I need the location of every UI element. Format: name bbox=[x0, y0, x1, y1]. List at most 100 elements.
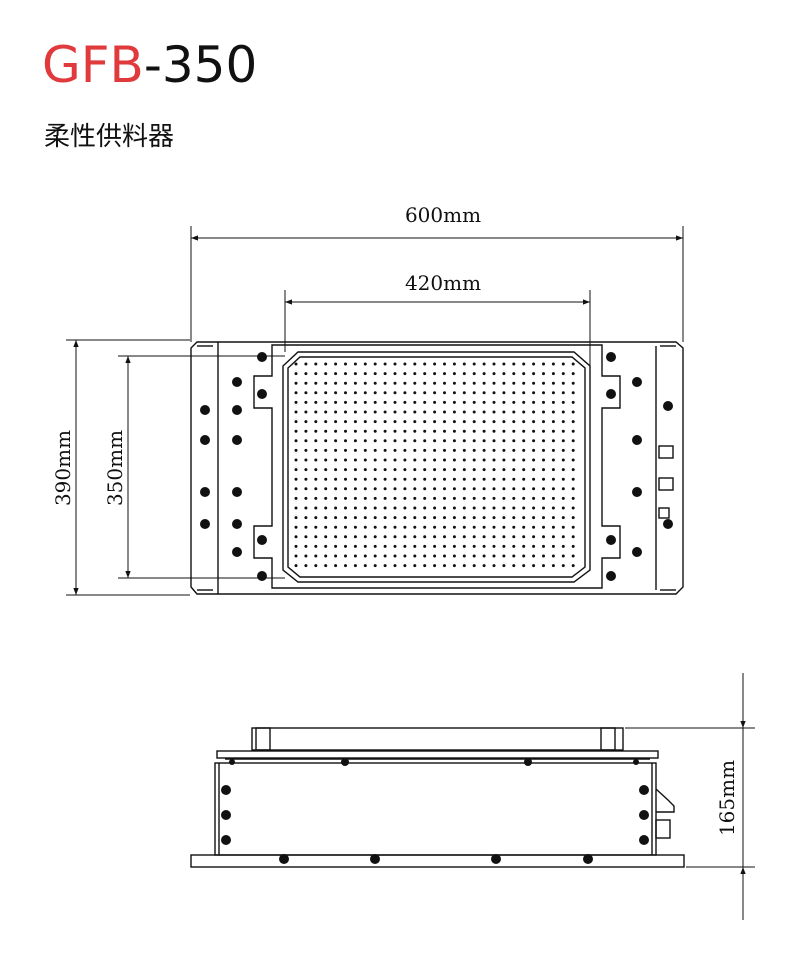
plate-hole bbox=[512, 429, 516, 433]
plate-hole bbox=[522, 496, 526, 500]
plate-hole bbox=[482, 487, 486, 491]
plate-hole bbox=[512, 381, 516, 385]
plate-hole bbox=[532, 525, 536, 529]
plate-hole bbox=[324, 468, 328, 472]
plate-hole bbox=[532, 439, 536, 443]
plate-hole bbox=[413, 429, 417, 433]
plate-hole bbox=[314, 400, 318, 404]
plate-hole bbox=[443, 468, 446, 472]
plate-hole bbox=[423, 487, 427, 491]
plate-hole bbox=[373, 458, 377, 462]
top-view-outer-body bbox=[190, 341, 684, 595]
plate-hole bbox=[314, 391, 318, 395]
plate-hole bbox=[452, 468, 456, 472]
plate-hole bbox=[373, 535, 377, 539]
plate-hole bbox=[551, 439, 555, 443]
plate-hole bbox=[502, 410, 506, 414]
plate-hole bbox=[482, 420, 486, 424]
plate-hole bbox=[413, 448, 417, 452]
plate-hole bbox=[532, 535, 536, 539]
plate-hole bbox=[433, 448, 437, 452]
plate-hole bbox=[423, 381, 427, 385]
plate-hole bbox=[314, 458, 318, 462]
plate-hole bbox=[353, 372, 357, 376]
plate-hole bbox=[443, 458, 446, 462]
plate-hole bbox=[403, 564, 407, 568]
plate-hole bbox=[502, 496, 506, 500]
plate-hole bbox=[393, 439, 397, 443]
plate-hole bbox=[353, 410, 357, 414]
plate-hole bbox=[373, 410, 377, 414]
plate-hole bbox=[324, 410, 328, 414]
plate-hole bbox=[571, 477, 575, 481]
plate-hole bbox=[522, 554, 526, 558]
plate-hole bbox=[522, 420, 526, 424]
plate-hole bbox=[334, 391, 338, 395]
dimension-lines bbox=[66, 226, 684, 596]
plate-hole bbox=[324, 420, 328, 424]
plate-hole bbox=[571, 554, 575, 558]
plate-hole bbox=[353, 535, 357, 539]
plate-hole bbox=[393, 468, 397, 472]
dim-label-165: 165mm bbox=[715, 760, 739, 836]
plate-hole bbox=[571, 448, 575, 452]
plate-hole bbox=[413, 544, 417, 548]
plate-hole bbox=[492, 458, 496, 462]
plate-hole bbox=[561, 410, 565, 414]
plate-hole bbox=[324, 381, 328, 385]
plate-hole bbox=[314, 535, 318, 539]
plate-hole bbox=[512, 468, 516, 472]
plate-hole bbox=[383, 487, 387, 491]
plate-hole bbox=[433, 535, 437, 539]
plate-hole bbox=[363, 458, 367, 462]
plate-hole bbox=[542, 506, 545, 510]
plate-hole bbox=[532, 516, 536, 520]
plate-hole bbox=[482, 564, 486, 568]
plate-hole bbox=[363, 448, 367, 452]
plate-hole bbox=[452, 506, 456, 510]
plate-hole bbox=[462, 487, 466, 491]
plate-hole bbox=[532, 564, 536, 568]
plate-hole bbox=[472, 381, 476, 385]
plate-hole bbox=[492, 544, 496, 548]
dim-label-420: 420mm bbox=[405, 271, 481, 295]
plate-hole bbox=[304, 506, 308, 510]
plate-hole bbox=[561, 372, 565, 376]
plate-hole bbox=[363, 400, 367, 404]
plate-hole bbox=[571, 391, 575, 395]
plate-hole bbox=[294, 525, 298, 529]
plate-hole bbox=[423, 448, 427, 452]
plate-hole bbox=[294, 477, 298, 481]
plate-hole bbox=[403, 506, 407, 510]
plate-hole bbox=[363, 372, 367, 376]
plate-hole bbox=[433, 477, 437, 481]
plate-hole bbox=[423, 400, 427, 404]
plate-hole bbox=[353, 516, 357, 520]
plate-hole bbox=[304, 400, 308, 404]
plate-hole bbox=[492, 535, 496, 539]
plate-hole bbox=[393, 525, 397, 529]
plate-hole bbox=[542, 477, 545, 481]
plate-hole bbox=[462, 496, 466, 500]
plate-hole bbox=[324, 400, 328, 404]
plate-hole bbox=[502, 362, 506, 366]
plate-hole bbox=[443, 516, 446, 520]
plate-hole bbox=[472, 516, 476, 520]
tray-frame bbox=[253, 344, 621, 589]
plate-hole bbox=[423, 544, 427, 548]
plate-hole bbox=[344, 420, 347, 424]
plate-hole bbox=[502, 372, 506, 376]
plate-hole bbox=[334, 525, 338, 529]
plate-hole bbox=[334, 468, 338, 472]
plate-hole bbox=[344, 429, 347, 433]
plate-hole bbox=[393, 391, 397, 395]
plate-hole bbox=[561, 400, 565, 404]
plate-hole bbox=[373, 506, 377, 510]
plate-hole bbox=[472, 429, 476, 433]
plate-hole bbox=[512, 554, 516, 558]
plate-hole bbox=[551, 544, 555, 548]
plate-hole bbox=[551, 496, 555, 500]
plate-hole bbox=[542, 429, 545, 433]
plate-hole bbox=[314, 410, 318, 414]
plate-hole bbox=[314, 362, 318, 366]
